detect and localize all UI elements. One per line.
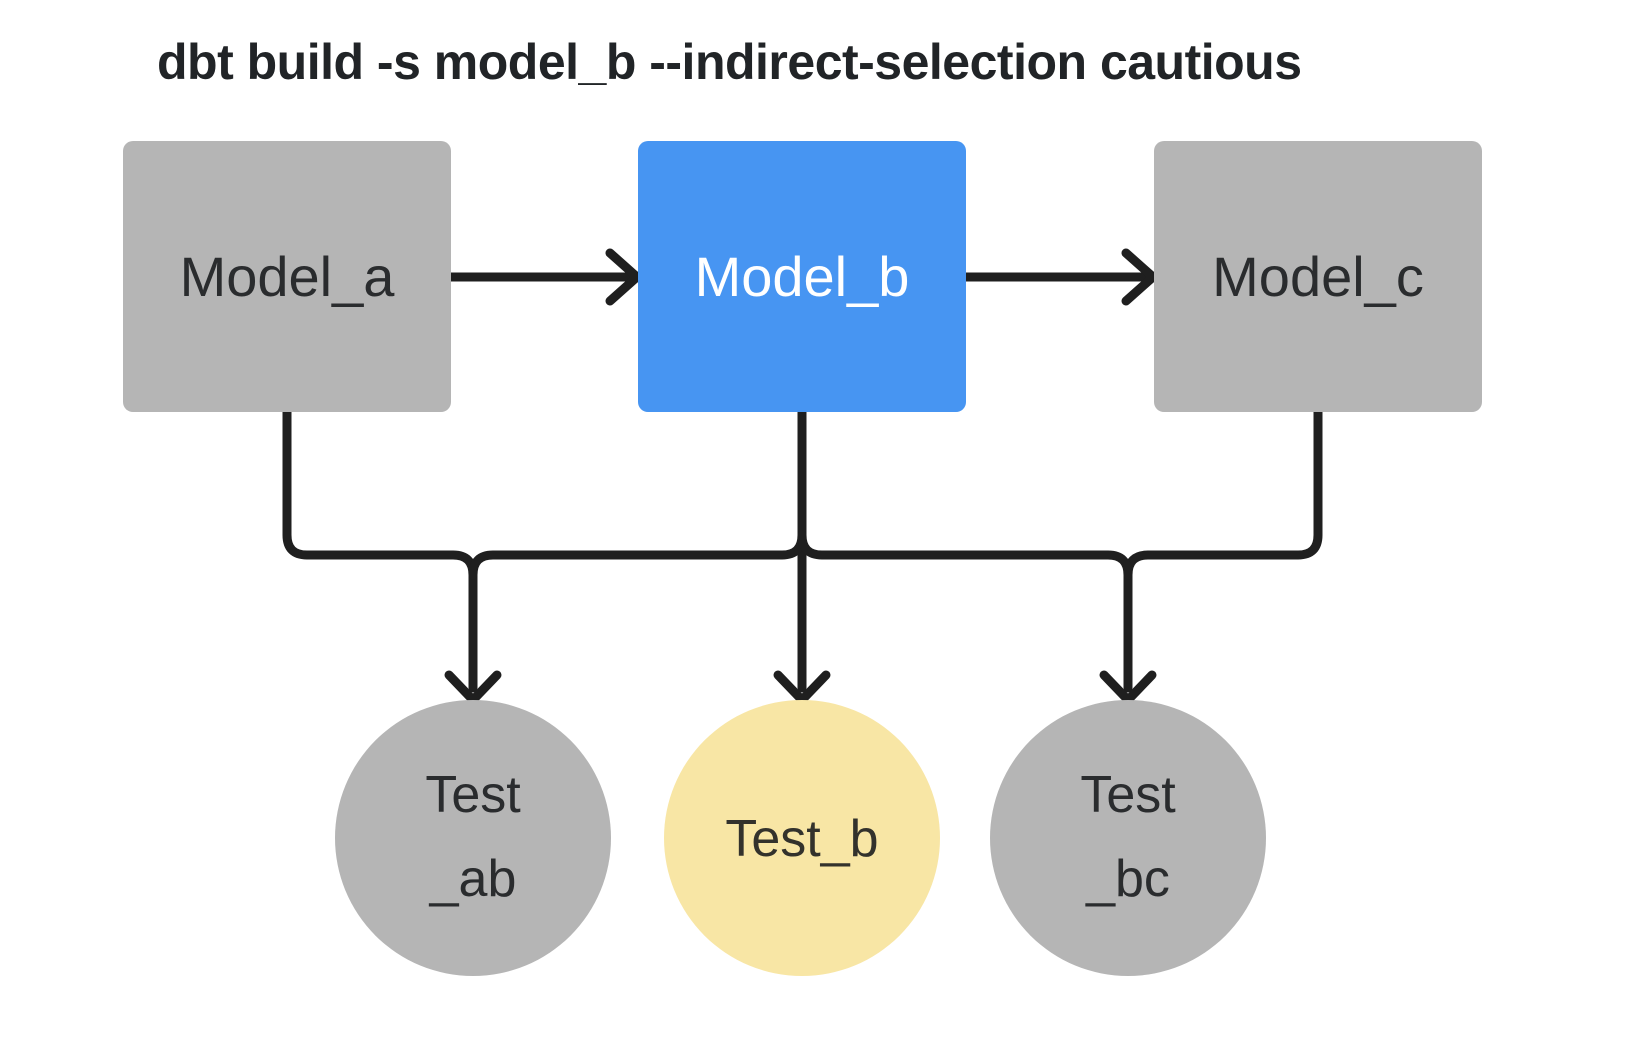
node-model-c: [1154, 141, 1482, 412]
edge-model-c-to-test-bc: [1123, 407, 1323, 693]
node-test-bc-label-line1: Test: [1080, 766, 1176, 824]
node-test-ab-label-line2: _ab: [429, 850, 517, 908]
arrowhead-into-model-c: [1121, 248, 1158, 306]
edge-bus-left-segment: [468, 530, 807, 580]
node-test-ab-label-line1: Test: [425, 766, 521, 824]
node-model-b-label: Model_b: [695, 245, 910, 308]
node-model-b-selected: [638, 141, 966, 412]
node-test-ab: [335, 700, 611, 976]
diagram-title: dbt build -s model_b --indirect-selectio…: [157, 34, 1302, 90]
node-test-b-label: Test_b: [725, 810, 878, 868]
edge-group: [282, 248, 1323, 705]
node-model-a: [123, 141, 451, 412]
node-model-c-label: Model_c: [1212, 245, 1424, 308]
edge-model-a-to-test-ab: [282, 407, 478, 693]
edge-bus-right-segment: [797, 530, 1133, 580]
arrowhead-into-model-b: [605, 248, 642, 306]
node-test-bc: [990, 700, 1266, 976]
node-test-b-indirect-selected: [664, 700, 940, 976]
node-model-a-label: Model_a: [180, 245, 396, 308]
node-test-bc-label-line2: _bc: [1085, 850, 1170, 908]
